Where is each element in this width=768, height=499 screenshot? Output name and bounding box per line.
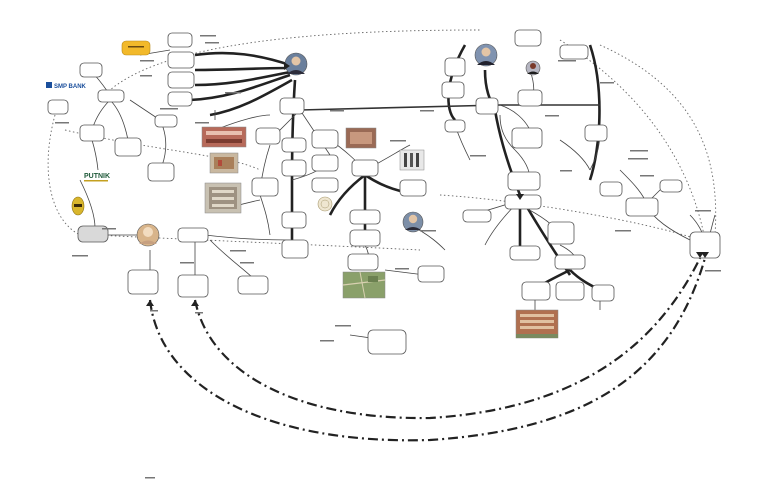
- seal-image: [317, 196, 333, 212]
- gold-emblem: [71, 196, 85, 216]
- node[interactable]: [475, 97, 499, 115]
- node[interactable]: [279, 97, 305, 115]
- tiny-labels: [55, 35, 721, 479]
- node[interactable]: [167, 71, 195, 89]
- smp-bank-logo: SMP BANK: [46, 82, 87, 90]
- node[interactable]: [255, 127, 281, 145]
- node[interactable]: [554, 254, 586, 270]
- node[interactable]: [417, 265, 445, 283]
- node[interactable]: [559, 44, 589, 60]
- return-arc-outer: [148, 257, 707, 442]
- node[interactable]: [504, 194, 542, 210]
- building-photo: [345, 127, 377, 149]
- node[interactable]: [547, 221, 575, 245]
- logos: SMP BANK PUTNIK: [46, 40, 151, 216]
- portrait-avatar[interactable]: [402, 211, 424, 233]
- return-arc-inner: [193, 257, 701, 420]
- node[interactable]: [281, 159, 307, 177]
- node[interactable]: [311, 177, 339, 193]
- bank-logo-text: SMP BANK: [54, 84, 87, 90]
- building-photo: [204, 182, 242, 214]
- yellow-badge: [121, 40, 151, 56]
- node[interactable]: [517, 89, 543, 107]
- node[interactable]: [599, 181, 623, 197]
- dotted-links: [47, 29, 717, 251]
- node[interactable]: [444, 119, 466, 133]
- node[interactable]: [311, 154, 339, 172]
- node[interactable]: [177, 274, 209, 298]
- node[interactable]: [127, 269, 159, 295]
- node[interactable]: [251, 177, 279, 197]
- node[interactable]: [659, 179, 683, 193]
- node[interactable]: [147, 162, 175, 182]
- node[interactable]: [555, 281, 585, 301]
- nodes: [47, 29, 721, 355]
- node[interactable]: [167, 32, 193, 48]
- node[interactable]: [79, 62, 103, 78]
- node[interactable]: [154, 114, 178, 128]
- node[interactable]: [349, 229, 381, 247]
- node[interactable]: [625, 197, 659, 217]
- node[interactable]: [591, 284, 615, 302]
- node[interactable]: [367, 329, 407, 355]
- node[interactable]: [351, 159, 379, 177]
- node[interactable]: [79, 124, 105, 142]
- node[interactable]: [77, 225, 109, 243]
- node[interactable]: [399, 179, 427, 197]
- node[interactable]: [514, 29, 542, 47]
- node[interactable]: [167, 91, 193, 107]
- node[interactable]: [281, 211, 307, 229]
- node[interactable]: [281, 137, 307, 153]
- portrait-avatar[interactable]: [474, 43, 498, 67]
- building-photo: [399, 149, 425, 171]
- node[interactable]: [584, 124, 608, 142]
- node[interactable]: [281, 239, 309, 259]
- photos: [201, 126, 559, 339]
- arrow-heads: [146, 62, 709, 306]
- return-arcs: [148, 257, 707, 442]
- node[interactable]: [441, 81, 465, 99]
- node[interactable]: [97, 89, 125, 103]
- node[interactable]: [177, 227, 209, 243]
- node[interactable]: [462, 209, 492, 223]
- building-photo: [209, 152, 239, 174]
- portrait-avatar[interactable]: [136, 223, 160, 247]
- node[interactable]: [47, 99, 69, 115]
- map-photo: [342, 271, 386, 299]
- portrait-avatar[interactable]: [284, 52, 308, 76]
- node[interactable]: [507, 171, 541, 191]
- node[interactable]: [511, 127, 543, 149]
- node[interactable]: [347, 253, 379, 271]
- node[interactable]: [114, 137, 142, 157]
- node[interactable]: [509, 245, 541, 261]
- node[interactable]: [521, 281, 551, 301]
- node[interactable]: [349, 209, 381, 225]
- putnik-logo: PUTNIK: [84, 173, 110, 182]
- node[interactable]: [444, 57, 466, 77]
- node[interactable]: [311, 129, 339, 149]
- node[interactable]: [167, 51, 195, 69]
- putnik-logo-text: PUTNIK: [84, 173, 110, 180]
- node[interactable]: [237, 275, 269, 295]
- portraits: [136, 43, 541, 247]
- building-photo: [201, 126, 247, 148]
- portrait-avatar[interactable]: [525, 60, 541, 76]
- building-photo: [515, 309, 559, 339]
